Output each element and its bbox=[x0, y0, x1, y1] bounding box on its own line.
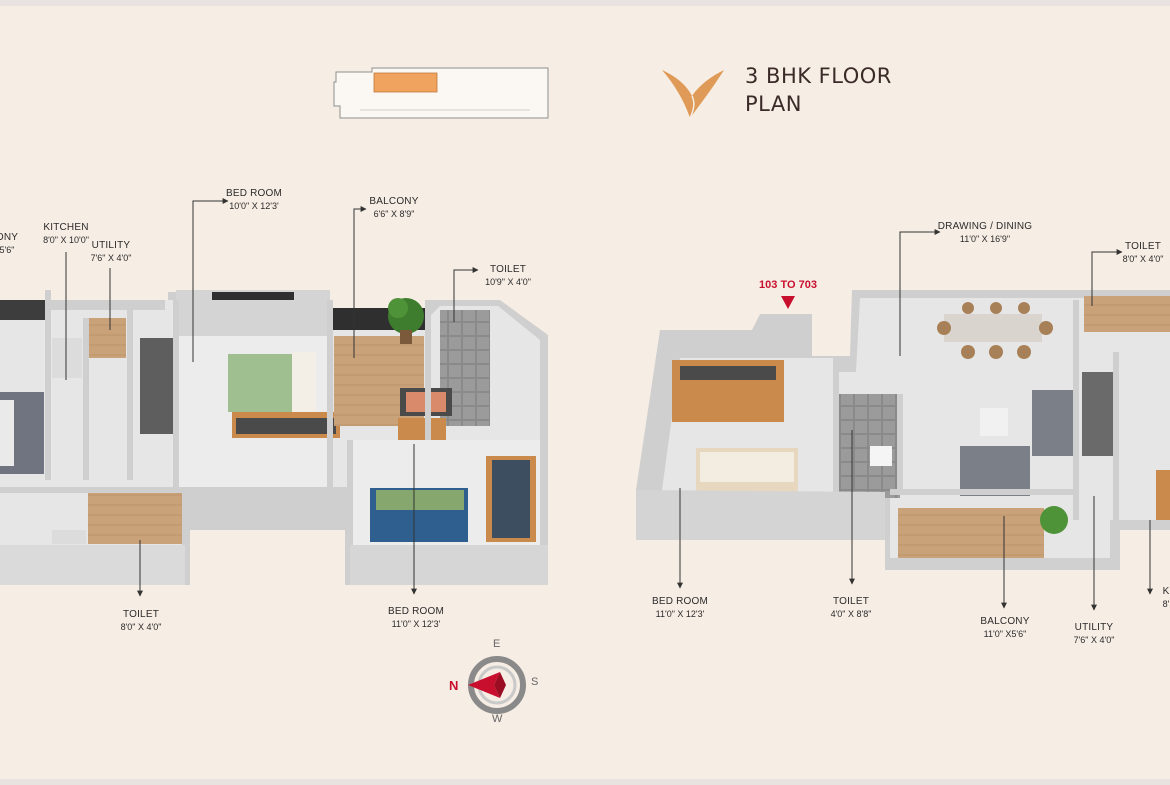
logo-icon bbox=[662, 70, 724, 119]
right-floor-plan bbox=[636, 290, 1170, 570]
left-toilet-bottom-label: TOILET 8'0" X 4'0" bbox=[120, 609, 162, 632]
compass-icon bbox=[468, 656, 526, 714]
right-kitchen-partial-label: K 8' bbox=[1162, 586, 1170, 609]
key-plan bbox=[333, 67, 549, 119]
left-bedroom-bottom-label: BED ROOM 11'0" X 12'3' bbox=[387, 606, 445, 629]
left-utility-label: UTILITY 7'6" X 4'0" bbox=[90, 240, 132, 263]
flat-range-label: 103 TO 703 bbox=[759, 279, 817, 291]
right-toilet-label: TOILET 4'0" X 8'8" bbox=[830, 596, 872, 619]
right-drawing-dining-label: DRAWING / DINING 11'0" X 16'9" bbox=[937, 221, 1033, 244]
left-floor-plan bbox=[0, 290, 548, 585]
left-kitchen-label: KITCHEN 8'0" X 10'0" bbox=[43, 222, 89, 245]
left-bedroom-top-label: BED ROOM 10'0" X 12'3' bbox=[225, 188, 283, 211]
compass-north: N bbox=[449, 678, 459, 693]
right-bedroom-label: BED ROOM 11'0" X 12'3' bbox=[651, 596, 709, 619]
right-toilet-top-label: TOILET 8'0" X 4'0" bbox=[1122, 241, 1164, 264]
left-leader-lines bbox=[65, 198, 479, 597]
floor-plan-title: 3 BHK FLOOR PLAN bbox=[745, 64, 892, 116]
left-toilet-right-label: TOILET 10'9" X 4'0" bbox=[485, 264, 531, 287]
compass-south: S bbox=[531, 676, 539, 688]
left-balcony-label: BALCONY 6'6" X 8'9" bbox=[369, 196, 419, 219]
compass-east: E bbox=[493, 638, 501, 650]
right-balcony-label: BALCONY 11'0" X5'6" bbox=[980, 616, 1030, 639]
entrance-arrow-icon bbox=[781, 296, 795, 309]
compass-west: W bbox=[492, 713, 503, 725]
key-plan-highlight bbox=[373, 72, 438, 93]
left-balcony-partial-label: ONY 5'6" bbox=[0, 232, 19, 255]
right-leader-lines bbox=[677, 229, 1153, 611]
right-utility-label: UTILITY 7'6" X 4'0" bbox=[1073, 622, 1115, 645]
